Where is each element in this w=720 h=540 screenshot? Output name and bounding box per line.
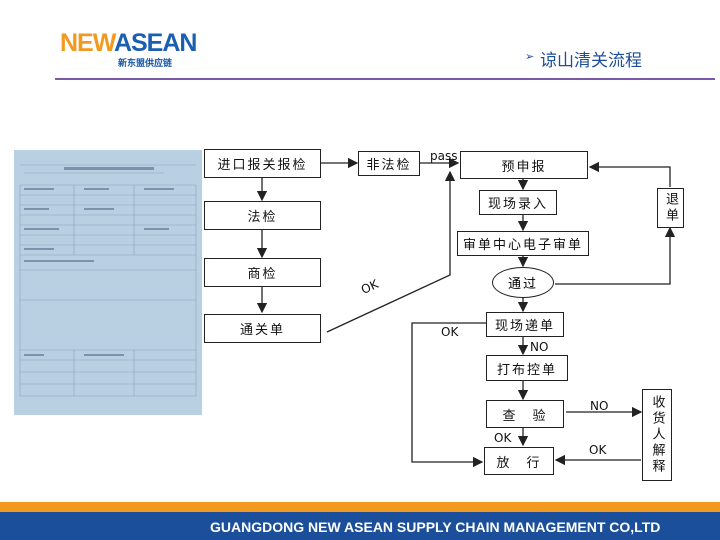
node-legal-check: 法检 <box>204 201 321 230</box>
node-print-control: 打布控单 <box>486 355 568 381</box>
logo-subtitle: 新东盟供应链 <box>118 59 173 69</box>
node-consignee-explain: 收货人解释 <box>642 389 672 481</box>
label-no-onsite: NO <box>530 340 549 354</box>
logo-new: NEW <box>60 29 115 57</box>
logo-text: NEWASEAN <box>60 29 198 57</box>
node-pre-declaration: 预申报 <box>460 151 588 179</box>
footer-company-name: GUANGDONG NEW ASEAN SUPPLY CHAIN MANAGEM… <box>210 519 661 535</box>
node-clearance-form: 通关单 <box>204 314 321 343</box>
logo-asean: ASEAN <box>113 29 198 57</box>
label-ok-onsite: OK <box>441 325 459 339</box>
page-title: 谅山清关流程 <box>540 51 642 71</box>
label-ok-inspection: OK <box>494 431 512 445</box>
header-divider <box>55 78 715 80</box>
node-non-legal-check: 非法检 <box>358 151 420 176</box>
footer-accent-bar <box>0 502 720 512</box>
node-return-form: 退单 <box>657 188 684 228</box>
footer-band <box>0 512 720 540</box>
node-import-declaration: 进口报关报检 <box>204 149 321 178</box>
node-onsite-submit: 现场递单 <box>486 312 564 337</box>
label-pass: pass <box>430 149 458 163</box>
node-e-audit-center: 审单中心电子审单 <box>457 231 589 256</box>
label-no-inspection: NO <box>590 399 609 413</box>
form-scan-lines <box>19 164 197 397</box>
label-ok-consignee: OK <box>589 443 607 457</box>
node-onsite-entry: 现场录入 <box>479 190 557 215</box>
title-marker-icon: ➢ <box>525 50 535 63</box>
customs-declaration-form-image <box>14 150 202 415</box>
node-inspection: 查 验 <box>486 400 564 428</box>
company-logo: NEWASEAN 新东盟供应链 <box>60 29 200 69</box>
node-commodity-check: 商检 <box>204 258 321 287</box>
node-pass-decision: 通过 <box>492 267 554 298</box>
node-release: 放 行 <box>484 447 554 475</box>
